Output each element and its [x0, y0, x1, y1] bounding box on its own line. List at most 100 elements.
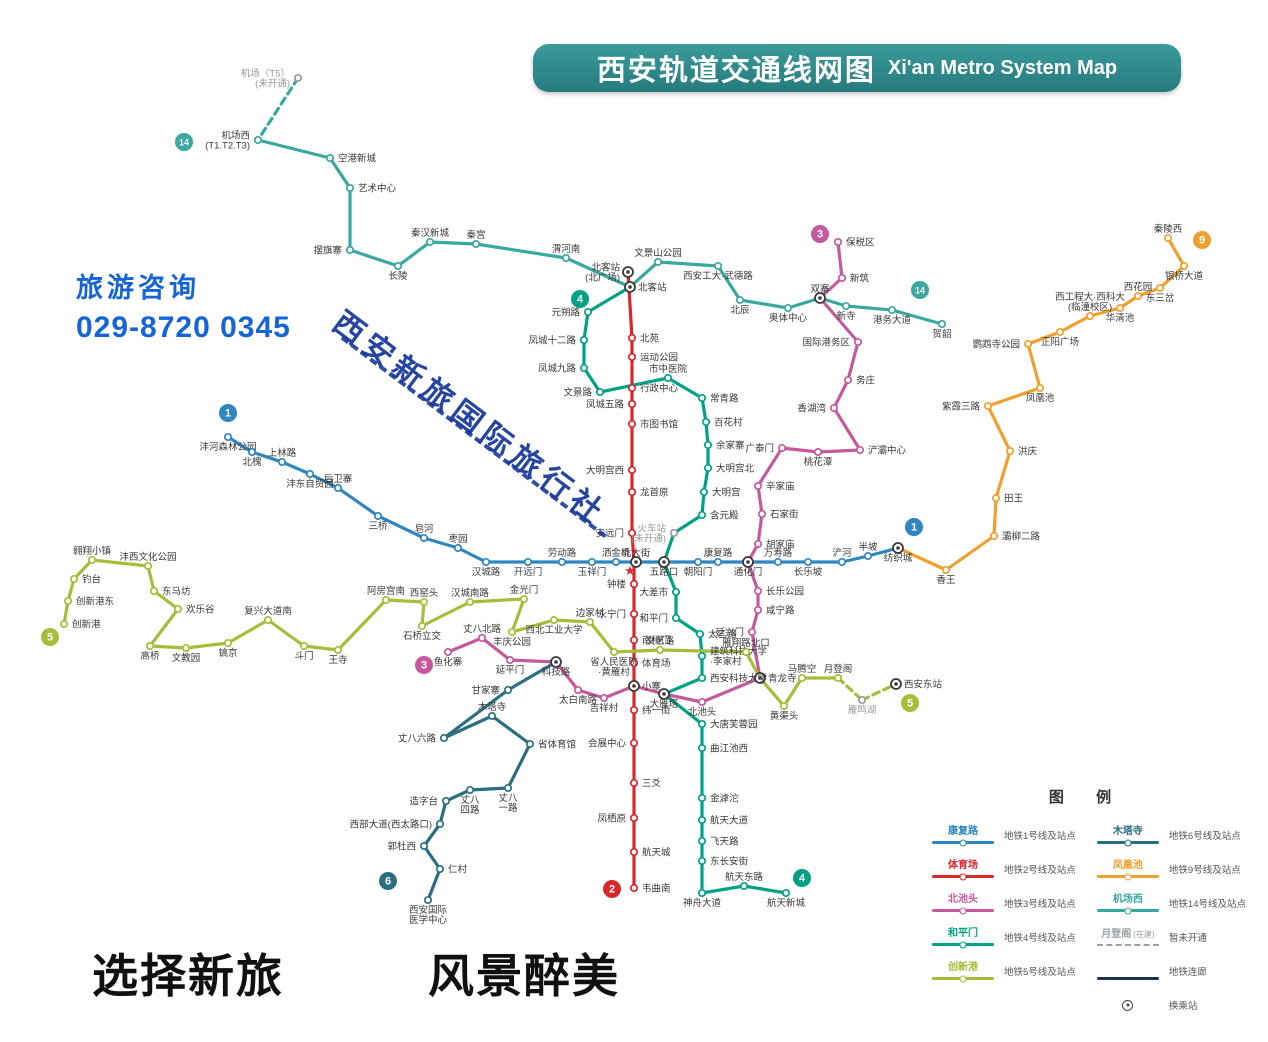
station-label: 咸宁路: [766, 605, 795, 617]
station-label: 上林路: [268, 447, 297, 459]
line-badge-9: 9: [1193, 231, 1211, 249]
station-label: 飞天路: [710, 836, 739, 848]
station-渭河南: [561, 253, 571, 263]
legend-station-dot: [1124, 839, 1132, 846]
line-segment: [582, 310, 590, 342]
legend-entry: 月登阁(在建)暂未开通: [1093, 923, 1246, 951]
station-航天城: [629, 847, 639, 857]
station-机场（T5）: [293, 73, 303, 83]
legend-column-left: 康复路地铁1号线及站点体育场地铁2号线及站点北池头地铁3号线及站点和平门地铁4号…: [928, 815, 1079, 1025]
station-复兴大道南: [263, 615, 273, 625]
line-segment: [986, 404, 1012, 453]
legend-desc: 地铁2号线及站点: [1004, 865, 1076, 876]
station-凤凰池: [1035, 383, 1045, 393]
station-镐京: [223, 638, 233, 648]
station-label: 半坡: [858, 541, 878, 553]
station-label: 运动公园: [640, 353, 678, 364]
station-纬一街: [629, 705, 639, 715]
metro-line-5-stations: 创新港创新港东钓台翱翔小镇沣西文化公园东马坊欢乐谷高桥文教园镐京复兴大道南斗门王…: [59, 545, 943, 722]
station-label: 仁村: [448, 864, 468, 876]
station-label: 通化门: [734, 566, 763, 578]
station-欢乐谷: [173, 604, 183, 614]
station-保税区: [833, 237, 843, 247]
station-label: 皂河: [414, 523, 434, 535]
line-segment: [992, 496, 998, 538]
line-segment: [146, 564, 156, 593]
station-曲江池西: [697, 743, 707, 753]
station-紫霞三路: [983, 401, 993, 411]
station-label: 辛家庙: [766, 481, 795, 493]
station-label: 东马坊: [162, 586, 191, 598]
svg-text:1: 1: [225, 408, 231, 420]
station-郭杜西: [419, 841, 429, 851]
station-洒金桥: [611, 557, 621, 567]
station-label: 文景山公园: [634, 247, 682, 259]
station-半坡: [863, 551, 873, 561]
station-太乙路: [695, 629, 705, 639]
station-label: 北苑: [640, 333, 660, 345]
station-华清池: [1115, 303, 1125, 313]
line-segment: [328, 156, 352, 190]
station-凤栖原: [629, 813, 639, 823]
line-badge-14: 14: [175, 133, 193, 151]
station-label: 保税区: [846, 237, 875, 249]
line-segment: [422, 822, 442, 848]
station-高桥: [145, 641, 155, 651]
line-segment: [612, 648, 662, 654]
station-label: 新寺: [836, 310, 856, 322]
metro-line-9-stations: 香王灞柳二路田王洪庆紫霞三路凤凰池鹦鹉寺公园正阳广场西工程大·西科大(临潼校区)…: [936, 223, 1203, 586]
station-洪庆: [1005, 446, 1015, 456]
legend-dashed-line: [1096, 943, 1159, 946]
station-label: 北槐: [242, 456, 262, 468]
line-segment: [844, 304, 894, 312]
station-东三岔: [1155, 283, 1165, 293]
station-label: 秦陵西: [1154, 223, 1183, 235]
station-新筑: [837, 273, 847, 283]
station-斗门: [299, 641, 309, 651]
station-label: 翱翔小镇: [73, 545, 112, 557]
station-运动公园: [627, 352, 637, 362]
station-石家街: [757, 509, 767, 519]
station-辛家庙: [753, 481, 763, 491]
station-会展中心: [629, 738, 639, 748]
line-segment: [662, 692, 704, 704]
line-segment: [758, 676, 786, 708]
legend-columns: 康复路地铁1号线及站点体育场地铁2号线及站点北池头地铁3号线及站点和平门地铁4号…: [928, 815, 1246, 1025]
line-segment: [860, 682, 898, 702]
line-segment: [456, 546, 488, 564]
line-segment: [308, 472, 340, 490]
station-label: 常青路: [710, 393, 739, 405]
station-label: 五路口: [650, 566, 679, 578]
line-segment: [756, 512, 764, 546]
line-segment: [588, 620, 616, 654]
line-segment: [896, 546, 948, 572]
station-label: 西安工大·武德路: [683, 270, 753, 282]
station-上林路: [277, 457, 287, 467]
station-雁鸣湖: [857, 695, 867, 705]
line-segment: [152, 589, 180, 611]
line-segment: [1026, 342, 1042, 390]
station-丈八六路: [439, 733, 449, 743]
line-segment: [738, 298, 790, 310]
station-摆旗寨: [345, 245, 355, 255]
station-奥体中心: [783, 303, 793, 313]
transfer-dot: [758, 676, 762, 680]
station-label: 省体育馆: [538, 739, 576, 751]
legend-desc: 地铁4号线及站点: [1004, 933, 1076, 944]
legend-entry: 换乘站: [1093, 991, 1246, 1019]
station-新寺: [841, 301, 851, 311]
station-东马坊: [149, 586, 159, 596]
station-康复路: [713, 557, 723, 567]
station-市中医院: [663, 373, 673, 383]
station-label: 双寨: [810, 283, 830, 295]
station-label: 王寺: [328, 655, 348, 666]
line-segment: [986, 386, 1042, 408]
station-北槐: [247, 447, 257, 457]
line-segment: [750, 630, 762, 680]
legend-corridor-line: [1096, 977, 1159, 980]
svg-text:5: 5: [907, 698, 913, 710]
station-鹦鹉寺公园: [1023, 339, 1033, 349]
station-汉城路: [481, 557, 491, 567]
station-label: 机场西(T1.T2.T3): [205, 130, 250, 152]
station-朝阳门: [693, 557, 703, 567]
